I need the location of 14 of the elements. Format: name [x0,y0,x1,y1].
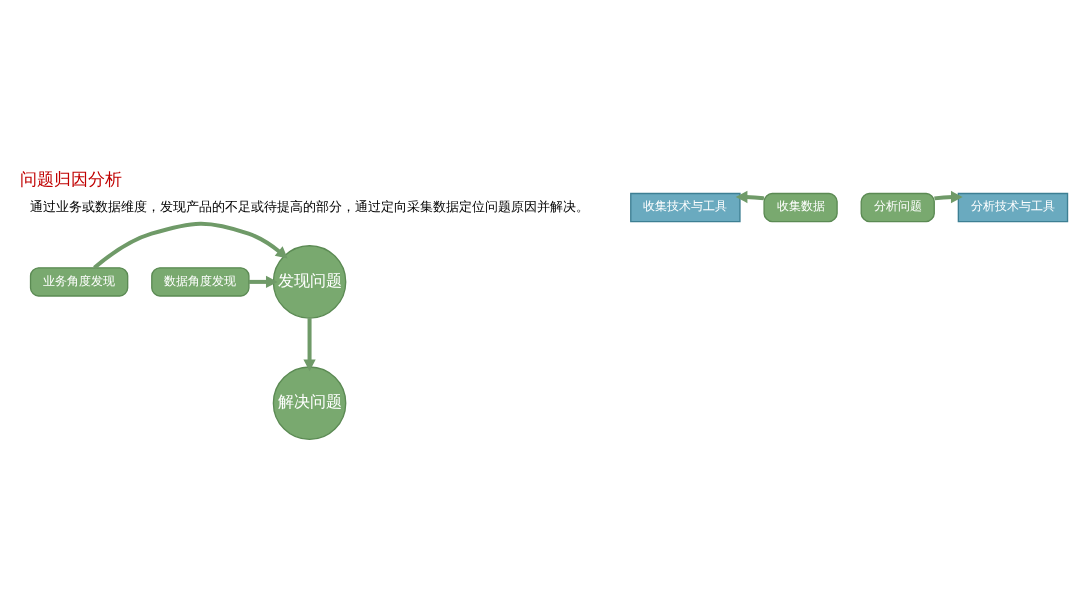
arrow [934,190,963,204]
arrow [249,275,278,289]
node-box: 分析技术与工具 [957,192,1069,223]
node-box: 分析问题 [860,192,935,223]
node-circle: 解决问题 [272,366,347,440]
node-box: 数据角度发现 [151,267,250,297]
node-box: 业务角度发现 [29,267,129,297]
node-box: 收集数据 [763,192,838,223]
arrow [93,221,288,270]
node-box: 收集技术与工具 [630,192,741,223]
arrow [735,190,765,204]
arrow [303,318,316,372]
label: 通过业务或数据维度，发现产品的不足或待提高的部分，通过定向采集数据定位问题原因并解决。 [30,198,590,214]
diagram-title: 问题归因分析 [19,169,122,190]
